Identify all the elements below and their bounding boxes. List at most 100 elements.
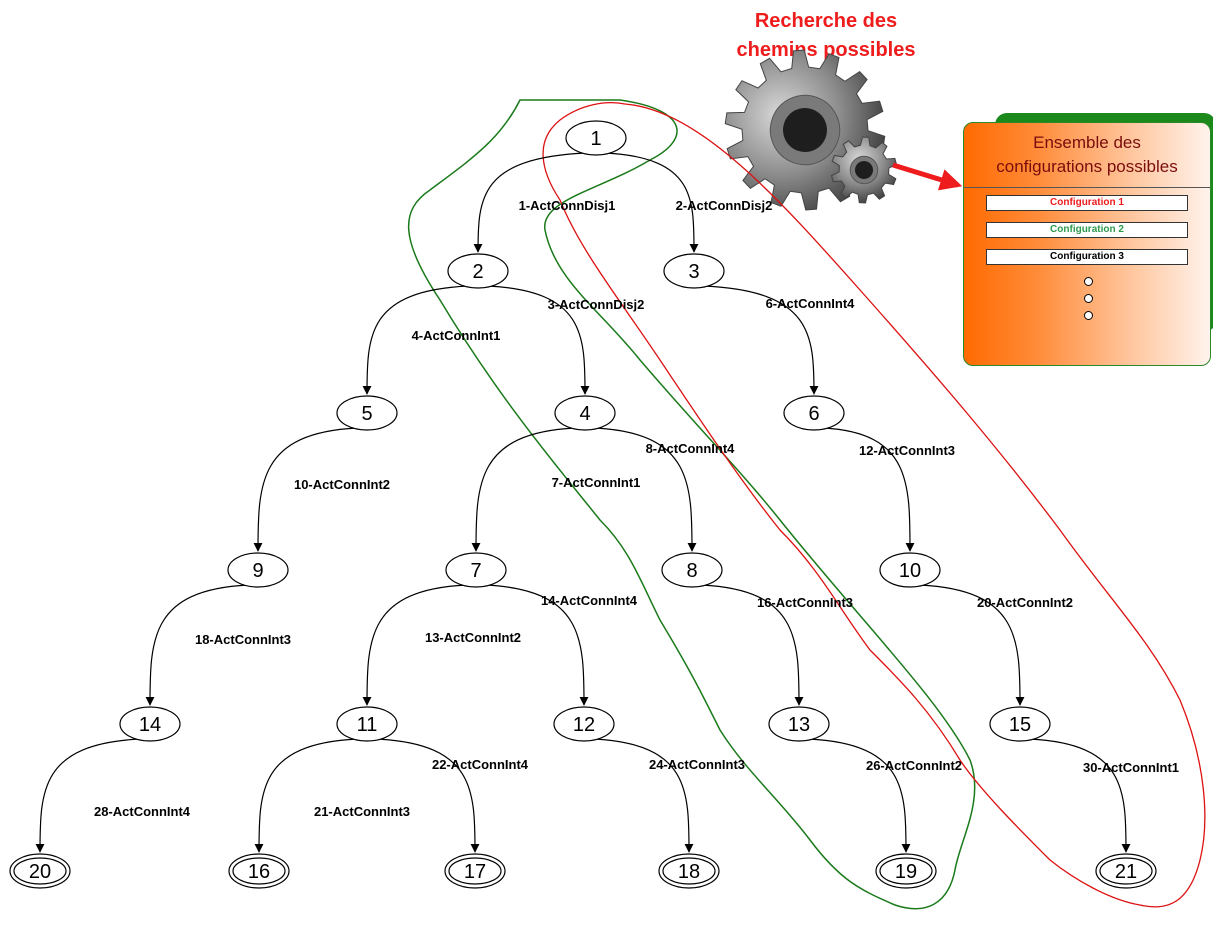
state-node-12[interactable]: 12 [553, 706, 615, 742]
edge-9-14 [145, 584, 249, 706]
state-node-9[interactable]: 9 [227, 552, 289, 588]
state-node-label: 19 [895, 861, 917, 883]
edge-label-3-6: 6-ActConnInt4 [766, 296, 856, 311]
path-outline-configuration-1 [542, 102, 1206, 908]
state-node-18[interactable]: 18 [658, 853, 720, 889]
edge-10-15 [919, 584, 1025, 706]
state-node-label: 6 [808, 403, 819, 425]
edge-label-1-3: 2-ActConnDisj2 [676, 198, 773, 213]
panel-title-line-1: Ensemble des [1033, 133, 1141, 152]
edge-3-6 [703, 285, 819, 395]
edge-label-13-19: 26-ActConnInt2 [866, 758, 962, 773]
title-line-1: Recherche des [755, 10, 897, 32]
state-node-21[interactable]: 21 [1095, 853, 1157, 889]
edge-label-14-20: 28-ActConnInt4 [94, 804, 191, 819]
edge-2-5 [362, 285, 469, 395]
edge-label-5-9: 10-ActConnInt2 [294, 477, 390, 492]
edge-7-12 [485, 584, 589, 706]
edge-4-7 [471, 427, 576, 552]
edge-label-11-17: 22-ActConnInt4 [432, 757, 529, 772]
edges-layer [35, 152, 1131, 853]
edge-label-7-12: 14-ActConnInt4 [541, 593, 638, 608]
state-node-label: 11 [357, 714, 378, 736]
state-node-label: 16 [248, 861, 270, 883]
edge-labels-layer: 1-ActConnDisj1 2-ActConnDisj2 3-ActConnDis… [94, 198, 1179, 819]
edge-label-4-7: 7-ActConnInt1 [552, 475, 641, 490]
edge-1-3 [605, 152, 699, 253]
edge-2-4 [487, 285, 590, 395]
panel-title-line-2: configurations possibles [996, 157, 1178, 176]
state-node-label: 21 [1115, 861, 1137, 883]
panel-divider [964, 187, 1210, 188]
ellipsis-dot-icon [1084, 294, 1093, 303]
state-node-label: 7 [470, 560, 481, 582]
edge-label-1-2: 1-ActConnDisj1 [519, 198, 616, 213]
state-node-5[interactable]: 5 [336, 395, 398, 431]
state-node-20[interactable]: 20 [9, 853, 71, 889]
state-node-16[interactable]: 16 [228, 853, 290, 889]
state-node-label: 9 [252, 560, 263, 582]
arrow-icon [892, 162, 963, 191]
state-node-3[interactable]: 3 [663, 253, 725, 289]
state-node-15[interactable]: 15 [989, 706, 1051, 742]
state-node-label: 5 [361, 403, 372, 425]
state-node-11[interactable]: 11 [336, 706, 398, 742]
state-node-label: 4 [579, 403, 590, 425]
edge-1-2 [473, 152, 587, 253]
edge-label-2-5: 4-ActConnInt1 [412, 328, 501, 343]
edge-6-10 [823, 427, 915, 552]
state-node-label: 2 [472, 261, 483, 283]
edge-label-11-16: 21-ActConnInt3 [314, 804, 410, 819]
state-node-1[interactable]: 1 [565, 120, 627, 156]
state-node-14[interactable]: 14 [119, 706, 181, 742]
edge-label-4-8: 8-ActConnInt4 [646, 441, 736, 456]
state-node-label: 17 [464, 861, 486, 883]
edge-label-8-13: 16-ActConnInt3 [757, 595, 853, 610]
state-node-label: 14 [139, 714, 161, 736]
configuration-1-item[interactable]: Configuration 1 [986, 195, 1188, 211]
edge-label-2-4: 3-ActConnDisj2 [548, 297, 645, 312]
edge-label-6-10: 12-ActConnInt3 [859, 443, 955, 458]
edge-5-9 [253, 427, 358, 552]
state-node-19[interactable]: 19 [875, 853, 937, 889]
state-node-13[interactable]: 13 [768, 706, 830, 742]
state-node-label: 18 [678, 861, 700, 883]
state-node-17[interactable]: 17 [444, 853, 506, 889]
edge-label-12-18: 24-ActConnInt3 [649, 757, 745, 772]
ellipsis-dot-icon [1084, 277, 1093, 286]
edge-4-8 [594, 427, 697, 552]
title-line-2: chemins possibles [737, 39, 916, 61]
state-node-label: 1 [590, 128, 601, 150]
state-node-label: 15 [1009, 714, 1031, 736]
configurations-panel: Ensemble des configurations possibles Co… [963, 122, 1211, 366]
edge-7-11 [362, 584, 467, 706]
edge-label-9-14: 18-ActConnInt3 [195, 632, 291, 647]
state-node-label: 3 [688, 261, 699, 283]
edge-8-13 [701, 584, 804, 706]
gears-icon [724, 49, 898, 211]
path-outline-configuration-2 [408, 99, 976, 910]
state-node-label: 13 [788, 714, 810, 736]
state-node-label: 10 [899, 560, 921, 582]
edge-15-21 [1029, 738, 1131, 853]
edge-11-17 [376, 738, 480, 853]
edge-label-10-15: 20-ActConnInt2 [977, 595, 1073, 610]
ellipsis-dot-icon [1084, 311, 1093, 320]
edge-12-18 [593, 738, 694, 853]
state-node-2[interactable]: 2 [447, 253, 509, 289]
panel-title: Ensemble des configurations possibles [964, 131, 1210, 179]
state-node-8[interactable]: 8 [661, 552, 723, 588]
state-node-10[interactable]: 10 [879, 552, 941, 588]
edge-13-19 [808, 738, 911, 853]
edge-label-15-21: 30-ActConnInt1 [1083, 760, 1179, 775]
state-node-7[interactable]: 7 [445, 552, 507, 588]
edge-11-16 [254, 738, 358, 853]
state-node-label: 8 [686, 560, 697, 582]
state-node-label: 12 [573, 714, 595, 736]
configuration-3-item[interactable]: Configuration 3 [986, 249, 1188, 265]
state-node-6[interactable]: 6 [783, 395, 845, 431]
configuration-2-item[interactable]: Configuration 2 [986, 222, 1188, 238]
state-node-4[interactable]: 4 [554, 395, 616, 431]
